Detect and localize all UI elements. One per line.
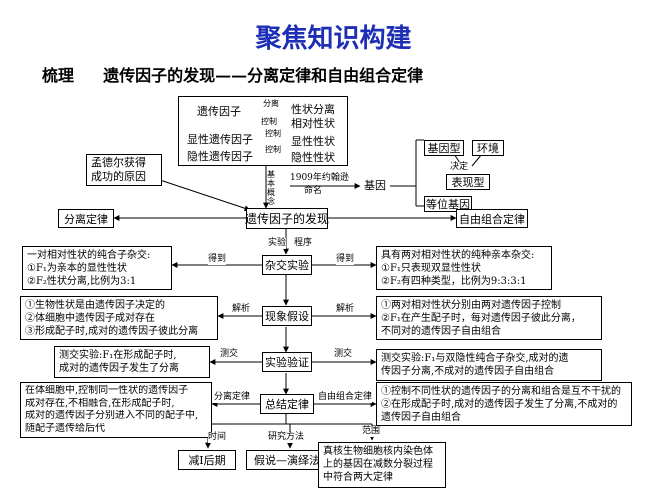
label-scope: 范围 (362, 426, 381, 437)
trait-recessive: 隐性性状 (291, 151, 335, 164)
decide-label: 决定 (450, 162, 469, 173)
right-law-box: ①控制不同性状的遗传因子的分离和组合是互不干扰的 ②在形成配子时,成对的遗传因子… (376, 382, 632, 426)
left-result-line: 一对相对性状的纯合子杂交: (27, 250, 151, 261)
label-obtain-right: 得到 (336, 254, 355, 265)
left-law-line: 成对的遗传因子分别进入不同的配子中, (25, 410, 199, 421)
basic-concepts-label: 基 本 概 念 (266, 170, 276, 206)
genotype-box: 基因型 (424, 140, 464, 156)
segregation-law-node: 分离定律 (58, 209, 114, 228)
right-law-line: ②在形成配子时,成对的遗传因子发生了分离,不成对的 (381, 399, 618, 410)
left-result-line: ②F₂性状分离,比例为3:1 (27, 276, 137, 287)
right-hypothesis-line: ②F₁在产生配子时，每对遗传因子彼此分离， (381, 313, 581, 324)
hypothesis-node: 现象假设 (262, 306, 312, 326)
link-control-2: 控制 (265, 129, 281, 138)
page-title: 聚焦知识构建 (255, 24, 412, 54)
left-law-box: 在体细胞中,控制同一性状的遗传因子 成对存在,不相融合,在形成配子时, 成对的遗… (20, 382, 212, 438)
trait-dominant: 显性性状 (291, 135, 335, 148)
left-test-line: 测交实验:F₁在形成配子时, (59, 350, 177, 361)
left-law-line: 随配子遗传给后代 (25, 422, 105, 434)
scope-line: 中符合两大定律 (323, 472, 393, 483)
scope-line: 真核生物细胞核内染色体 (323, 446, 433, 457)
left-result-line: ①F₁为亲本的显性性状 (27, 263, 127, 274)
link-control-3: 控制 (265, 145, 281, 154)
right-hypothesis-line: 不同对的遗传因子自由组合 (381, 326, 501, 337)
left-hypothesis-line: ②体细胞中遗传因子成对存在 (25, 313, 155, 324)
label-analyze-right: 解析 (336, 304, 355, 315)
label-experiment: 实验 (268, 238, 287, 249)
concept-gene-factor: 遗传因子 (197, 105, 241, 118)
right-result-line: 具有两对相对性状的纯种亲本杂交: (381, 250, 535, 261)
cross-experiment-node: 杂交实验 (262, 255, 312, 275)
johannsen-label: 1909年约翰逊 命名 (290, 172, 349, 198)
label-procedure: 程序 (294, 238, 313, 249)
mendel-line: 孟德尔获得 (91, 156, 146, 169)
gene-label: 基因 (364, 179, 386, 192)
right-hypothesis-line: ①两对相对性状分别由两对遗传因子控制 (381, 300, 561, 311)
scope-box: 真核生物细胞核内染色体 上的基因在减数分裂过程 中符合两大定律 (318, 442, 446, 488)
concept-recessive-factor: 隐性遗传因子 (187, 150, 253, 163)
environment-box: 环境 (472, 140, 504, 156)
johannsen-line: 1909年约翰逊 (290, 173, 349, 183)
right-test-box: 测交实验:F₁与双隐性纯合子杂交,成对的遗 传因子分离,不成对的遗传因子自由组合 (376, 349, 602, 381)
right-law-line: 遗传因子自由组合 (381, 412, 461, 423)
summary-node: 总结定律 (260, 394, 314, 414)
time-box: 减Ⅰ后期 (178, 450, 236, 470)
right-hypothesis-box: ①两对相对性状分别由两对遗传因子控制 ②F₁在产生配子时，每对遗传因子彼此分离，… (376, 296, 602, 340)
basic-concepts-char: 本 (267, 179, 275, 188)
label-time: 时间 (208, 432, 227, 443)
trait-segregation: 性状分离 (291, 103, 335, 116)
scope-line: 上的基因在减数分裂过程 (323, 459, 433, 470)
right-test-line: 传因子分离,不成对的遗传因子自由组合 (381, 366, 555, 377)
right-result-box: 具有两对相对性状的纯种亲本杂交: ①F₁只表现双显性性状 ②F₂有四种类型，比例… (376, 246, 552, 290)
right-result-line: ②F₂有四种类型，比例为9:3:3:1 (381, 276, 527, 287)
heading-text: 遗传因子的发现——分离定律和自由组合定律 (103, 66, 424, 85)
right-law-line: ①控制不同性状的遗传因子的分离和组合是互不干扰的 (381, 386, 621, 397)
label-method: 研究方法 (268, 432, 305, 443)
independent-law-node: 自由组合定律 (456, 209, 528, 228)
verification-node: 实验验证 (262, 352, 312, 372)
label-obtain-left: 得到 (208, 254, 227, 265)
left-law-line: 在体细胞中,控制同一性状的遗传因子 (25, 385, 189, 396)
label-test-right: 测交 (334, 349, 353, 360)
basic-concepts-char: 基 (267, 170, 275, 179)
allele-box: 等位基因 (424, 196, 472, 212)
left-test-box: 测交实验:F₁在形成配子时, 成对的遗传因子发生了分离 (54, 346, 210, 378)
trait-relative: 相对性状 (291, 117, 335, 130)
left-result-box: 一对相对性状的纯合子杂交: ①F₁为亲本的显性性状 ②F₂性状分离,比例为3:1 (22, 246, 172, 290)
label-independent-law-edge: 自由组合定律 (318, 392, 373, 403)
discovery-node: 遗传因子的发现 (245, 208, 329, 229)
heading-prefix: 梳理 (42, 66, 75, 85)
method-box: 假说—演绎法 (246, 450, 328, 470)
mendel-line: 成功的原因 (91, 170, 146, 183)
left-hypothesis-line: ③形成配子时,成对的遗传因子彼此分离 (25, 326, 199, 337)
left-hypothesis-line: ①生物性状是由遗传因子决定的 (25, 300, 165, 311)
label-segregation-law-edge: 分离定律 (214, 392, 251, 403)
label-test-left: 测交 (220, 349, 239, 360)
concepts-box: 遗传因子 显性遗传因子 隐性遗传因子 性状分离 相对性状 显性性状 隐性性状 分… (178, 96, 348, 166)
right-test-line: 测交实验:F₁与双隐性纯合子杂交,成对的遗 (381, 353, 569, 364)
mendel-success-box: 孟德尔获得 成功的原因 (86, 154, 162, 186)
link-control-1: 控制 (261, 117, 277, 126)
label-analyze-left: 解析 (232, 304, 251, 315)
link-separate: 分离 (263, 99, 279, 108)
phenotype-box: 表现型 (446, 174, 490, 190)
basic-concepts-char: 念 (267, 197, 275, 206)
section-heading: 梳理 遗传因子的发现——分离定律和自由组合定律 (42, 66, 423, 85)
concept-dominant-factor: 显性遗传因子 (187, 133, 253, 146)
johannsen-line: 命名 (304, 186, 323, 196)
left-hypothesis-box: ①生物性状是由遗传因子决定的 ②体细胞中遗传因子成对存在 ③形成配子时,成对的遗… (20, 296, 218, 340)
left-law-line: 成对存在,不相融合,在形成配子时, (25, 397, 175, 409)
right-result-line: ①F₁只表现双显性性状 (381, 263, 481, 274)
left-test-line: 成对的遗传因子发生了分离 (59, 363, 179, 374)
basic-concepts-char: 概 (267, 188, 275, 197)
